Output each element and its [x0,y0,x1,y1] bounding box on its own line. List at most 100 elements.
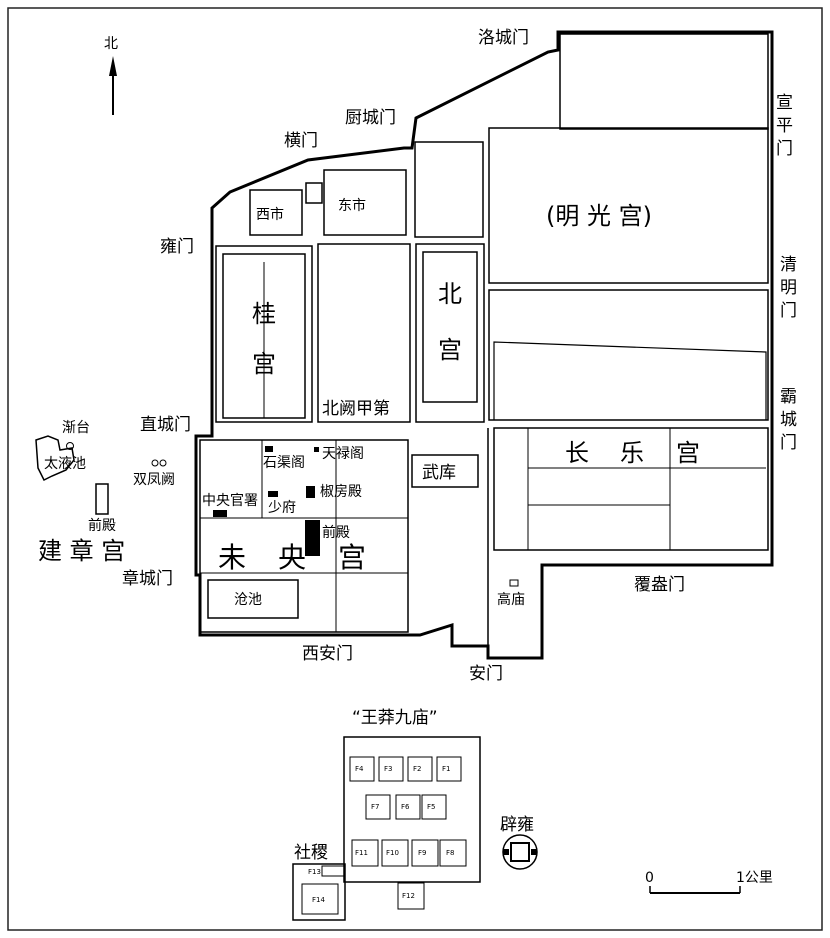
front-hall-mark [305,520,320,556]
label-central-office: 中央官署 [202,493,258,509]
gate-bacheng-1: 霸 [780,387,797,407]
nine-temples-enclosure [343,736,481,883]
label-nine-temples: “王莽九庙” [352,708,438,728]
gate-qingming-3: 门 [780,301,797,321]
label-north-palace-1: 北 [438,280,462,308]
north-label: 北 [104,36,118,52]
block-left-of-mingguang [414,141,484,238]
east-market [323,169,407,236]
label-gaomiao: 高庙 [497,591,525,608]
cang-pond [207,579,299,619]
gate-bacheng-3: 门 [780,433,797,453]
label-twin-phoenix: 双凤阙 [133,472,175,488]
label-tianlu: 天禄阁 [322,446,364,462]
mingguang-palace [488,127,769,284]
jianzhang-front-hall [95,483,109,515]
temple-f4: F4 [355,765,364,773]
temple-f8: F8 [446,849,454,857]
gate-yong: 雍门 [160,237,194,257]
ne-block [559,33,769,130]
heng-gate-box [305,182,323,204]
label-jiaofang: 椒房殿 [320,484,362,500]
east-inner-line [493,341,767,420]
sheji-altar [292,863,346,921]
gate-qingming-1: 清 [780,255,797,275]
jiaofang-hall-mark [306,486,315,498]
label-arsenal: 武库 [422,463,456,483]
gate-xuanping-3: 门 [776,139,793,159]
gate-an: 安门 [469,664,503,684]
label-changle-1: 长 [565,439,589,467]
label-weiyang-3: 宫 [338,541,366,574]
label-west-market: 西市 [256,206,284,223]
weiyang-palace [199,439,409,633]
temple-f2: F2 [413,765,421,773]
temple-f7: F7 [371,803,379,811]
temple-f5: F5 [427,803,435,811]
label-gui-palace-1: 桂 [252,300,276,328]
temple-f6: F6 [401,803,410,811]
shiqu-pavilion-mark [265,446,273,452]
scale-one-km: 1公里 [736,870,773,886]
label-jian-terrace: 渐台 [62,420,90,436]
north-palace-outer [415,243,485,423]
gate-xuanping-2: 平 [776,116,793,136]
temple-f10: F10 [386,849,399,857]
label-biyong: 辟雍 [500,815,534,835]
label-north-palace-2: 宫 [438,336,462,364]
gate-zhangcheng: 章城门 [122,569,173,589]
temple-f3: F3 [384,765,392,773]
label-east-market: 东市 [338,197,366,214]
gate-bacheng-2: 城 [780,410,797,430]
temple-f1: F1 [442,765,450,773]
city-wall [194,30,774,660]
gate-chucheng: 厨城门 [345,108,396,128]
shaofu-mark [268,491,278,497]
gate-xuanping-1: 宣 [776,93,793,113]
north-palace-inner [422,251,478,403]
gate-xian: 西安门 [302,644,353,664]
temple-tiles [301,756,467,915]
twin-phoenix-que-2 [159,459,167,467]
gate-qingming-2: 明 [780,278,797,298]
arsenal [411,454,479,488]
north-arrow-icon [109,56,117,115]
temple-f11: F11 [355,849,368,857]
label-cang-pond: 沧池 [234,591,262,608]
temple-f14: F14 [312,896,325,904]
label-beique: 北阙甲第 [322,399,390,419]
biyong-icon [502,834,538,870]
label-changle-3: 宫 [676,439,700,467]
label-sheji: 社稷 [294,843,328,863]
changle-palace [493,427,769,551]
gate-luocheng: 洛城门 [478,28,529,48]
label-jz-front-hall: 前殿 [88,517,116,534]
tianlu-pavilion-mark [314,447,319,452]
gaomiao-mark [509,579,519,587]
label-gui-palace-2: 宫 [252,350,276,378]
label-taiye-pond: 太液池 [44,456,86,472]
label-mingguang-palace: (明 光 宫) [546,202,652,230]
label-weiyang-2: 央 [278,541,306,574]
beique-block [317,243,411,423]
temple-f12: F12 [402,892,415,900]
scale-zero: 0 [645,870,654,886]
scale-bar [649,886,741,894]
gui-palace-outer [215,245,313,423]
label-shaofu: 少府 [268,500,296,516]
label-front-hall: 前殿 [322,524,350,541]
gate-heng: 横门 [284,131,318,151]
twin-phoenix-que-1 [151,459,159,467]
gate-zhicheng: 直城门 [140,415,191,435]
west-market [249,189,303,236]
gate-fuang: 覆盎门 [634,575,685,595]
label-weiyang-1: 未 [218,541,246,574]
taiye-pond [35,435,75,482]
label-shiqu: 石渠阁 [263,455,305,471]
temple-f9: F9 [418,849,426,857]
temple-f13: F13 [308,868,321,876]
central-office-mark [213,510,227,517]
label-changle-2: 乐 [620,439,644,467]
east-block [488,289,769,421]
